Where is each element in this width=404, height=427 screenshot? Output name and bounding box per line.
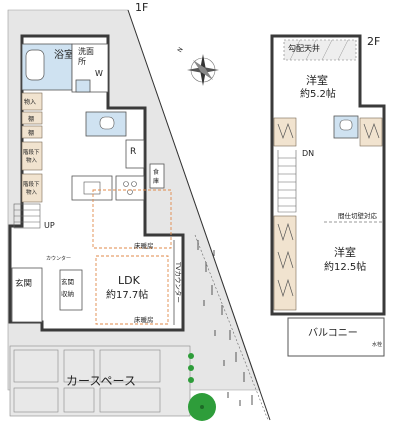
toilet-2f-icon (339, 119, 353, 131)
storage-1 (21, 92, 43, 111)
western-room-2-size: 約12.5帖 (324, 260, 366, 273)
pantry-label-1: 食 (153, 168, 159, 176)
shelf-2 (21, 125, 43, 139)
storage-1-label: 物入 (24, 98, 36, 106)
toilet-icon (99, 116, 115, 130)
north-mark: N (176, 46, 184, 53)
shelf-1 (21, 111, 43, 125)
carport-label: カースペース (66, 374, 136, 388)
sink-icon (83, 181, 101, 195)
shoe-storage-label-1: 玄関 (61, 277, 74, 286)
washbasin-icon (75, 79, 91, 93)
shelf-1-label: 棚 (28, 115, 34, 123)
burner-icon (127, 189, 133, 195)
stairs-2f (277, 150, 297, 213)
washroom-label-2: 所 (78, 56, 86, 66)
floor-heating-zone-top (92, 189, 172, 249)
shrub-icons (188, 353, 194, 383)
washroom-label-1: 洗面 (78, 46, 94, 56)
compass-rose-icon (187, 54, 219, 86)
stairs-up-label: UP (44, 221, 55, 230)
burner-icon (131, 181, 137, 187)
closet-hanger-icon (277, 122, 294, 140)
floor-heating-label-bottom: 床暖房 (134, 315, 154, 324)
western-room-1-label: 洋室 (306, 73, 328, 87)
stair-storage-1-label-1: 階段下 (23, 148, 40, 156)
pantry (149, 163, 165, 189)
western-room-1-size: 約5.2帖 (300, 87, 336, 100)
stair-storage-2 (21, 173, 43, 203)
floor-heating-label-top: 床暖房 (134, 241, 154, 250)
ldk-size: 約17.7帖 (106, 288, 148, 301)
counter-label: カウンター (46, 255, 71, 262)
stove-counter (115, 175, 145, 201)
faucet-label: 水栓 (372, 341, 382, 348)
fridge-mark: R (130, 147, 136, 157)
pantry-label-2: 庫 (153, 177, 159, 185)
western-room-2-label: 洋室 (334, 245, 356, 259)
stairs-down-label: DN (302, 149, 314, 158)
entrance-label: 玄関 (15, 278, 32, 289)
house-2f (270, 34, 386, 316)
floor-1f-label: 1F (135, 1, 148, 14)
ldk-label: LDK (118, 274, 141, 287)
bath-label: 浴室 (54, 48, 74, 61)
closet-hanger-icon (277, 222, 294, 298)
bathtub-icon (25, 49, 45, 81)
shoe-storage (59, 269, 83, 311)
shelf-2-label: 棚 (28, 129, 34, 137)
burner-icon (123, 181, 129, 187)
tree-trunk-icon (200, 405, 204, 409)
shoe-storage-label-2: 収納 (61, 289, 74, 298)
balcony-label: バルコニー (308, 327, 358, 339)
floor-2f-label: 2F (367, 35, 380, 48)
sloped-ceiling (283, 39, 357, 61)
stairs-1f (13, 203, 41, 229)
balcony (287, 317, 385, 357)
sloped-ceiling-label: 勾配天井 (288, 43, 320, 53)
site-hatch (197, 240, 253, 406)
stair-storage-2-label-2: 物入 (26, 188, 38, 196)
carport (9, 345, 191, 417)
stair-storage-2-label-1: 階段下 (23, 180, 40, 188)
washer-mark: W (95, 69, 103, 78)
tv-counter-label: TVカウンター (174, 261, 183, 303)
fridge-space (125, 139, 145, 169)
stair-storage-1-label-2: 物入 (26, 156, 38, 164)
stair-storage-1 (21, 141, 43, 171)
closet-2f-large (273, 215, 297, 311)
entrance (11, 267, 43, 323)
floor-heating-zone-bottom (95, 255, 169, 325)
partition-note: 間仕切壁対応 (338, 211, 378, 220)
closet-hanger-icon (363, 122, 380, 140)
